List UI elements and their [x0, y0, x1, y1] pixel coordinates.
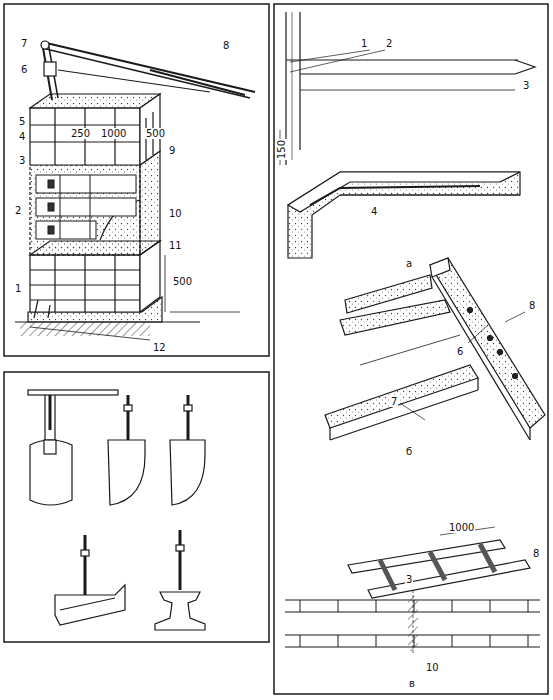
callout-number: 8 [222, 40, 230, 51]
callout-number: 9 [168, 145, 176, 156]
plan-view [285, 590, 540, 655]
callout-number: 4 [370, 206, 378, 217]
rung [528, 635, 529, 647]
callout-number: а [405, 258, 413, 269]
callout-number: 3 [522, 80, 530, 91]
callout-number: 8 [532, 548, 540, 559]
callout-number: 250 [70, 128, 91, 139]
callout-number: 4 [18, 131, 26, 142]
callout-number: 7 [390, 396, 398, 407]
rung [376, 635, 377, 647]
callout-number: 2 [14, 205, 22, 216]
rung [528, 600, 529, 612]
callout-number: 1000 [448, 522, 475, 533]
callout-number: 12 [152, 342, 167, 353]
callout-number: 1 [14, 283, 22, 294]
clamp-devices [28, 390, 205, 630]
callout-number: 5 [18, 116, 26, 127]
rung [338, 635, 339, 647]
callout-number: 11 [168, 240, 183, 251]
panel-frame [4, 4, 269, 356]
beam-formwork [325, 258, 545, 440]
panel-frame [4, 372, 269, 642]
callout-number: 8 [528, 300, 536, 311]
callout-number: 2 [385, 38, 393, 49]
callout-number: 3 [18, 155, 26, 166]
ladder-frame [348, 527, 530, 598]
rung [376, 600, 377, 612]
callout-number: 150 [276, 139, 287, 160]
rung [300, 635, 301, 647]
callout-number: 1000 [100, 128, 127, 139]
callout-number: 1 [360, 38, 368, 49]
callout-number: 500 [145, 128, 166, 139]
callout-number: 10 [425, 662, 440, 673]
rung [338, 600, 339, 612]
panel-frame [274, 4, 548, 694]
callout-number: 7 [20, 38, 28, 49]
corner-formwork [280, 12, 535, 258]
callout-number: 6 [20, 64, 28, 75]
callout-number: 10 [168, 208, 183, 219]
rung [300, 600, 301, 612]
wall-formwork [15, 41, 255, 340]
callout-number: в [408, 678, 416, 689]
rung [452, 600, 453, 612]
rung [452, 635, 453, 647]
rung [490, 635, 491, 647]
callout-number: б [405, 446, 413, 457]
callout-number: 6 [456, 346, 464, 357]
callout-number: 500 [172, 276, 193, 287]
rung [490, 600, 491, 612]
callout-number: 3 [405, 574, 413, 585]
